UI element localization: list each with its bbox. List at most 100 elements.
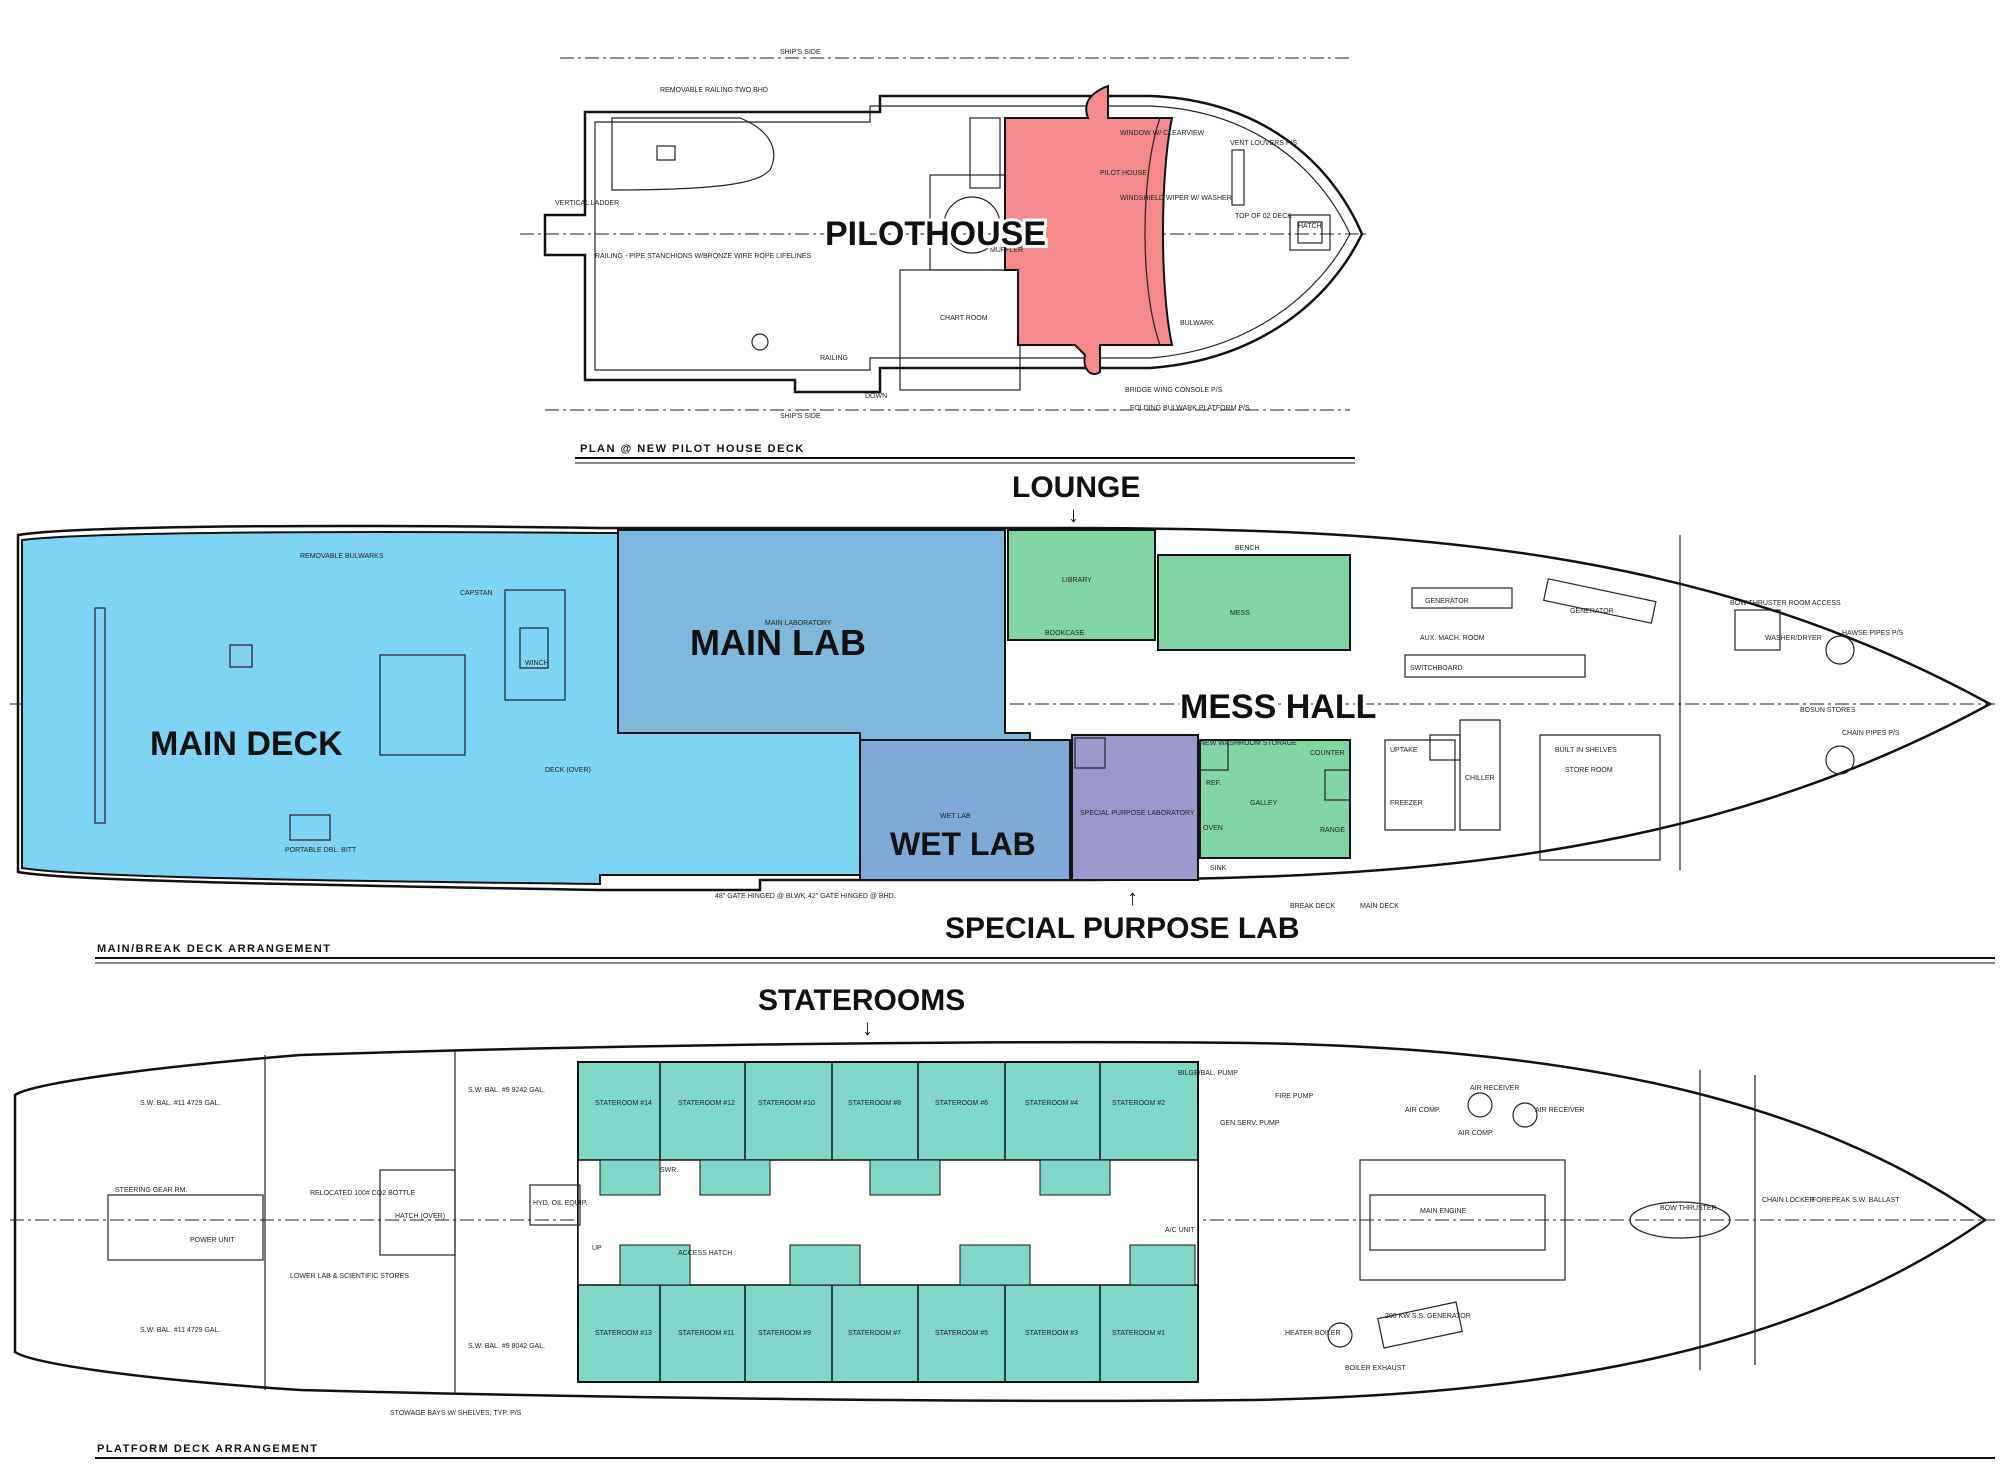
- label-hawse-pipes: HAWSE PIPES P/S: [1842, 630, 1904, 637]
- label-air-comp-1: AIR COMP.: [1405, 1107, 1441, 1114]
- label-ref: REF.: [1206, 780, 1221, 787]
- label-main-deck-small: MAIN DECK: [1360, 903, 1399, 910]
- label-oven: OVEN: [1203, 825, 1223, 832]
- label-air-receiver-2: AIR RECEIVER: [1535, 1107, 1584, 1114]
- label-main-laboratory: MAIN LABORATORY: [765, 620, 832, 627]
- main-engine-room: [1359, 1159, 1566, 1281]
- deck-fitting: [229, 644, 253, 668]
- callout-main-deck: MAIN DECK: [150, 725, 343, 763]
- callout-spl-arrow: ↑: [1127, 885, 1138, 910]
- label-sink: SINK: [1210, 865, 1227, 872]
- label-generator-2: GENERATOR: [1570, 608, 1614, 615]
- chiller-room: [1459, 719, 1501, 831]
- label-relocated-co2: RELOCATED 100# CO2 BOTTLE: [310, 1190, 416, 1197]
- portable-bitt: [289, 814, 331, 841]
- bow-thruster-access-box: [1734, 609, 1781, 651]
- label-bench: BENCH: [1235, 545, 1260, 552]
- pilot-deck-outline: [543, 94, 1364, 394]
- label-freezer: FREEZER: [1390, 800, 1423, 807]
- hatch-over-box: [379, 1169, 456, 1256]
- label-muffler: MUFFLER: [990, 247, 1023, 254]
- label-down: DOWN: [865, 393, 887, 400]
- library-area[interactable]: [1007, 529, 1156, 641]
- label-library: LIBRARY: [1062, 577, 1092, 584]
- label-steering-gear: STEERING GEAR RM.: [115, 1187, 187, 1194]
- label-power-unit: POWER UNIT: [190, 1237, 235, 1244]
- label-boiler-exhaust: BOILER EXHAUST: [1345, 1365, 1406, 1372]
- locker-block: [969, 117, 1001, 189]
- label-counter: COUNTER: [1310, 750, 1345, 757]
- label-chiller: CHILLER: [1465, 775, 1495, 782]
- callout-special-purpose-lab: SPECIAL PURPOSE LAB: [945, 912, 1300, 945]
- wet-lab-area[interactable]: [859, 739, 1071, 881]
- stateroom-2-label: STATEROOM #2: [1112, 1100, 1165, 1107]
- air-receiver-icon-2: [1512, 1102, 1538, 1128]
- label-pilot-house: PILOT HOUSE: [1100, 170, 1147, 177]
- label-ships-side-top: SHIP'S SIDE: [780, 49, 821, 56]
- callout-pilothouse: PILOTHOUSE: [825, 215, 1046, 253]
- washrooms-bottom: [619, 1244, 1196, 1286]
- label-removable-railing: REMOVABLE RAILING TWO BHD: [660, 87, 768, 94]
- label-ships-side-bottom: SHIP'S SIDE: [780, 413, 821, 420]
- callout-staterooms-arrow: ↓: [862, 1015, 873, 1040]
- vent-louvers: [1231, 149, 1245, 206]
- label-built-in-shelves: BUILT IN SHELVES: [1555, 747, 1617, 754]
- label-heater-boiler: HEATER BOILER: [1285, 1330, 1341, 1337]
- steering-gear-box: [107, 1194, 264, 1261]
- label-capstan: CAPSTAN: [460, 590, 493, 597]
- label-windshield-wiper: WINDSHIELD WIPER W/ WASHER: [1120, 195, 1232, 202]
- label-deck-over: DECK (OVER): [545, 767, 591, 774]
- hawse-pipe: [1825, 635, 1855, 665]
- label-store-room: STORE ROOM: [1565, 767, 1613, 774]
- label-generator-200kw: 200 KW S.S. GENERATOR: [1385, 1313, 1471, 1320]
- pilothouse-area[interactable]: [1004, 84, 1174, 375]
- label-washer-dryer: WASHER/DRYER: [1765, 635, 1822, 642]
- stateroom-7-label: STATEROOM #7: [848, 1330, 901, 1337]
- label-sw-bal-11-top: S.W. BAL. #11 4729 GAL.: [140, 1100, 220, 1107]
- pilothouse-window-arc: [1144, 117, 1161, 346]
- label-top-of-02-deck: TOP OF 02 DECK: [1235, 213, 1292, 220]
- switchboard-box: [1404, 654, 1586, 678]
- label-air-comp-2: AIR COMP.: [1458, 1130, 1494, 1137]
- callout-wet-lab: WET LAB: [890, 826, 1036, 862]
- label-chain-locker: CHAIN LOCKER: [1762, 1197, 1815, 1204]
- special-purpose-lab-area[interactable]: [1071, 734, 1199, 881]
- store-room: [1539, 734, 1661, 861]
- heater-boiler-icon: [1327, 1322, 1353, 1348]
- winch-drum: [519, 627, 549, 669]
- stateroom-14-label: STATEROOM #14: [595, 1100, 652, 1107]
- label-bulwark: BULWARK: [1180, 320, 1214, 327]
- stateroom-8-label: STATEROOM #8: [848, 1100, 901, 1107]
- label-access-hatch: ACCESS HATCH: [678, 1250, 732, 1257]
- galley-area[interactable]: [1199, 739, 1351, 859]
- label-bookcase: BOOKCASE: [1045, 630, 1085, 637]
- label-switchboard: SWITCHBOARD: [1410, 665, 1463, 672]
- label-chain-pipes: CHAIN PIPES P/S: [1842, 730, 1900, 737]
- stateroom-3-label: STATEROOM #3: [1025, 1330, 1078, 1337]
- label-air-receiver-1: AIR RECEIVER: [1470, 1085, 1519, 1092]
- label-wet-lab-small: WET LAB: [940, 813, 971, 820]
- label-bridge-wing-console: BRIDGE WING CONSOLE P/S: [1125, 387, 1223, 394]
- mess-area[interactable]: [1157, 554, 1351, 651]
- generator-200kw-box: [1377, 1301, 1463, 1349]
- label-aux-mach-room: AUX. MACH. ROOM: [1420, 635, 1485, 642]
- air-receiver-icon-1: [1467, 1092, 1493, 1118]
- callout-main-lab: MAIN LAB: [690, 622, 866, 663]
- label-fire-pump: FIRE PUMP: [1275, 1093, 1313, 1100]
- label-gate-1: 48" GATE HINGED @ BLWK.: [715, 893, 807, 900]
- label-stowage-bays: STOWAGE BAYS W/ SHELVES; TYP. P/S: [390, 1410, 522, 1417]
- generator-2-box: [1542, 578, 1657, 624]
- main-break-deck-plan: MAIN LABORATORY LIBRARY MESS BENCH WINCH…: [10, 471, 1995, 964]
- label-up: UP: [592, 1245, 602, 1252]
- generator-1-box: [1411, 587, 1513, 609]
- muffler-icon: [943, 196, 1001, 254]
- caption-main-break-deck: MAIN/BREAK DECK ARRANGEMENT: [97, 943, 331, 955]
- label-new-washroom: NEW WASHROOM STORAGE: [1200, 740, 1297, 747]
- label-bow-thruster: BOW THRUSTER: [1660, 1205, 1717, 1212]
- bow-thruster-icon: [1629, 1201, 1731, 1239]
- label-folding-bulwark: FOLDING BULWARK PLATFORM P/S: [1130, 405, 1250, 412]
- callout-staterooms: STATEROOMS: [758, 984, 965, 1017]
- label-uptake: UPTAKE: [1390, 747, 1418, 754]
- hatch-box: [1289, 214, 1331, 251]
